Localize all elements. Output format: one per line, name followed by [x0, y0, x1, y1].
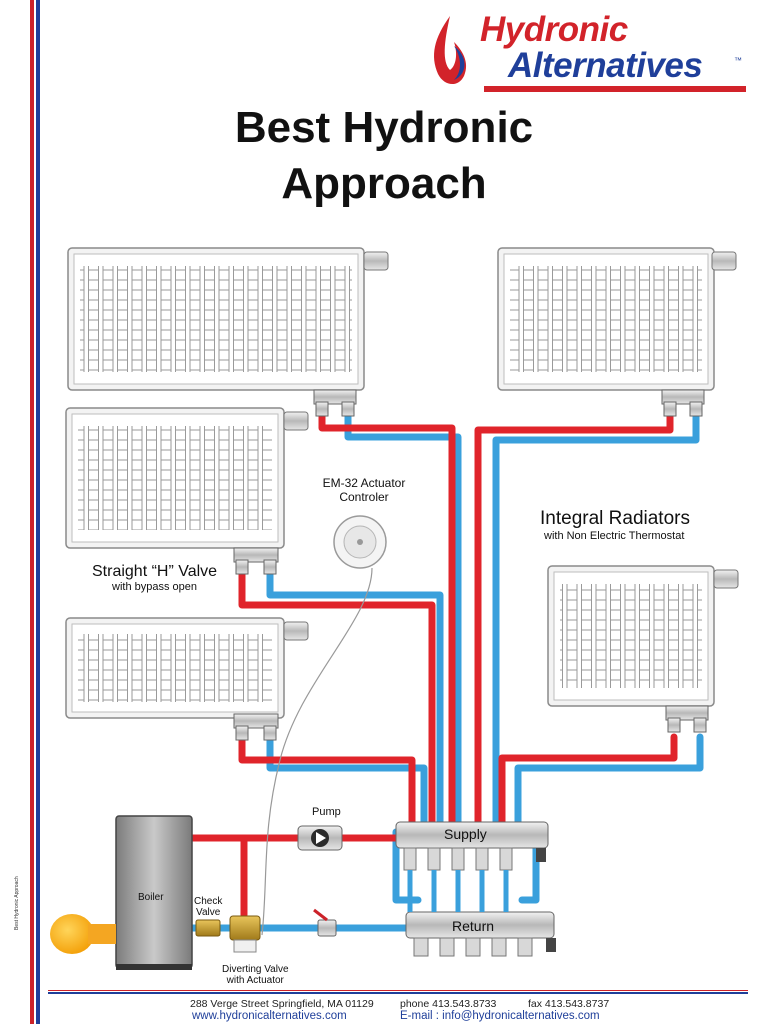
brand-logo: Hydronic Alternatives ™ [428, 8, 750, 100]
page-title: Best Hydronic Approach [0, 100, 768, 212]
h-valve-r3 [233, 713, 279, 741]
logo-line2: Alternatives [508, 46, 703, 85]
check-valve [195, 919, 221, 937]
return-pipe-r4 [492, 408, 700, 834]
footer-email[interactable]: E-mail : info@hydronicalternatives.com [400, 1010, 600, 1022]
border-stripe-red [30, 0, 34, 1024]
supply-pipe-r5 [498, 733, 678, 834]
return-pipe-r5 [514, 733, 704, 834]
title-line2: Approach [281, 159, 487, 208]
title-line1: Best Hydronic [234, 103, 534, 152]
border-stripe-blue [36, 0, 40, 1024]
footer-divider-red [48, 990, 748, 991]
actuator-wire [261, 567, 373, 936]
flame-icon [434, 16, 467, 85]
footer-divider [48, 992, 748, 994]
radiator-top-left [67, 247, 389, 391]
supply-pipes [188, 408, 678, 919]
supply-pipe-r1 [318, 408, 456, 834]
radiator-top-right [497, 247, 737, 391]
h-valve-r2 [233, 547, 279, 575]
radiator-middle-left [65, 407, 309, 549]
footer-address: 288 Verge Street Springfield, MA 01129 [190, 998, 374, 1010]
supply-label: Supply [444, 826, 487, 842]
burner [50, 914, 116, 954]
h-valve-r5 [665, 705, 709, 733]
boiler [115, 815, 193, 970]
supply-pipe-r3 [238, 736, 416, 834]
integral-radiators-label: Integral Radiators with Non Electric The… [540, 508, 690, 542]
logo-line1: Hydronic [480, 10, 628, 49]
logo-trademark: ™ [734, 56, 742, 65]
supply-pipe-r4 [474, 408, 674, 834]
pump [297, 825, 343, 851]
h-valve-r4 [661, 389, 705, 417]
h-valve-label: Straight “H” Valve with bypass open [92, 563, 218, 593]
actuator-controller-label: EM-32 Actuator Controler [322, 476, 406, 504]
actuator-controller [333, 515, 387, 569]
diverting-valve [229, 915, 261, 953]
return-pipe-r3 [266, 736, 428, 834]
diverting-valve-label: Diverting Valve with Actuator [222, 964, 289, 986]
footer-website[interactable]: www.hydronicalternatives.com [192, 1010, 347, 1022]
check-valve-label: Check Valve [194, 896, 223, 918]
footer-phone: phone 413.543.8733 [400, 998, 497, 1010]
boiler-label: Boiler [138, 892, 164, 903]
supply-pipe-r2 [238, 570, 436, 834]
radiator-bottom-left [65, 617, 309, 719]
return-pipe-r2 [266, 570, 444, 834]
logo-underline [484, 86, 746, 92]
radiator-right [547, 565, 739, 707]
return-label: Return [452, 918, 495, 934]
supply-manifold [395, 821, 549, 871]
pump-label: Pump [312, 806, 341, 818]
h-valve-r1 [313, 389, 357, 417]
footer-fax: fax 413.543.8737 [528, 998, 610, 1010]
ball-valve [313, 908, 337, 937]
side-note: Best Hydronic Approach [14, 876, 20, 930]
